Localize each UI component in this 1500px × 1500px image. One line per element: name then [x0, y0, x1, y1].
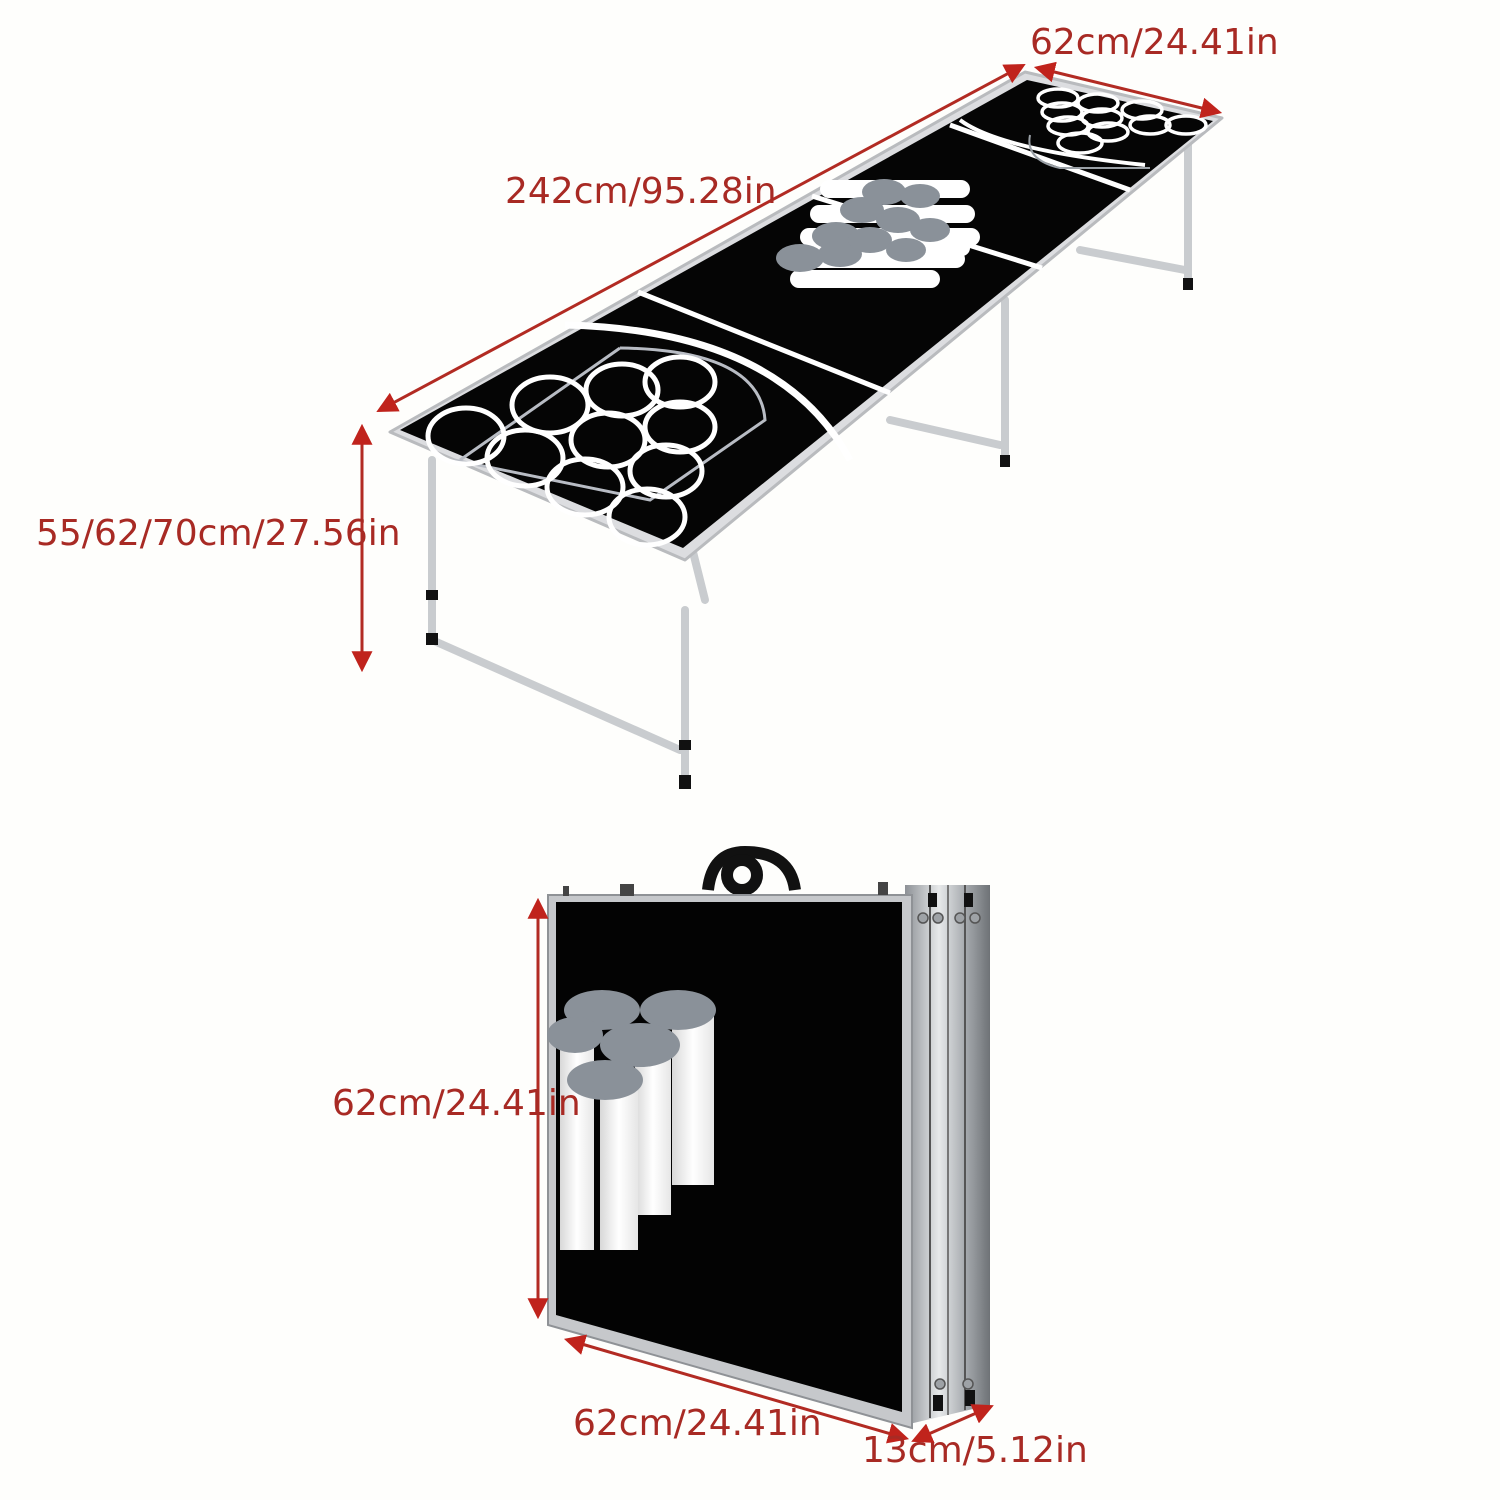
folded-side-panels	[905, 885, 990, 1425]
folded-width-label: 62cm/24.41in	[573, 1403, 822, 1444]
folded-dimension-lines	[527, 897, 994, 1444]
unfolded-dimension-lines	[351, 61, 1223, 673]
folded-table	[547, 845, 990, 1430]
carry-handle	[702, 845, 801, 896]
folded-height-label: 62cm/24.41in	[332, 1083, 581, 1124]
unfolded-height-label: 55/62/70cm/27.56in	[36, 513, 401, 554]
folded-panel-cups	[547, 990, 716, 1250]
unfolded-width-label: 62cm/24.41in	[1030, 22, 1279, 63]
unfolded-length-label: 242cm/95.28in	[505, 171, 777, 212]
folded-depth-label: 13cm/5.12in	[862, 1430, 1088, 1471]
